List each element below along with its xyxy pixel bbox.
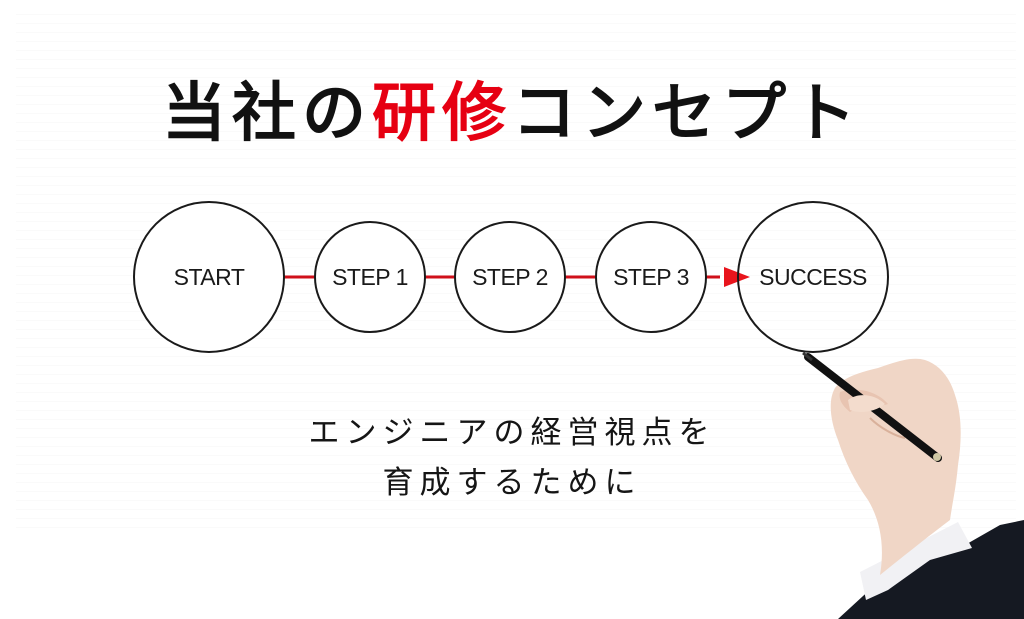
pen-cap-end bbox=[933, 453, 941, 461]
title-accent: 研修 bbox=[372, 77, 512, 151]
node-label: SUCCESS bbox=[759, 264, 867, 290]
flow-node-start: START bbox=[133, 201, 285, 353]
subtitle-line1: エンジニアの経営視点を bbox=[308, 415, 716, 451]
pen-tip bbox=[802, 351, 813, 362]
page-title: 当社の研修コンセプト bbox=[0, 82, 1024, 146]
thumb bbox=[848, 395, 885, 412]
flow-node-step1: STEP 1 bbox=[314, 221, 426, 333]
suit-sleeve bbox=[838, 520, 1024, 619]
node-label: STEP 1 bbox=[332, 264, 408, 290]
subtitle-line2: 育成するために bbox=[382, 465, 642, 501]
node-circle bbox=[454, 221, 566, 333]
flow-node-step3: STEP 3 bbox=[595, 221, 707, 333]
flow-nodes: START STEP 1 STEP 2 STEP 3 SUCCESS bbox=[133, 201, 889, 353]
node-label: STEP 3 bbox=[613, 264, 689, 290]
node-circle bbox=[595, 221, 707, 333]
node-circle bbox=[314, 221, 426, 333]
title-part2: コンセプト bbox=[512, 77, 862, 151]
hand-shape bbox=[830, 358, 961, 575]
node-circle bbox=[133, 201, 285, 353]
flow-node-success: SUCCESS bbox=[737, 201, 889, 353]
node-label: STEP 2 bbox=[472, 264, 548, 290]
title-part1: 当社の bbox=[162, 77, 372, 151]
shirt-cuff bbox=[860, 522, 972, 600]
node-label: START bbox=[174, 264, 245, 290]
finger-crease bbox=[869, 417, 906, 439]
node-circle bbox=[737, 201, 889, 353]
flow-node-step2: STEP 2 bbox=[454, 221, 566, 333]
